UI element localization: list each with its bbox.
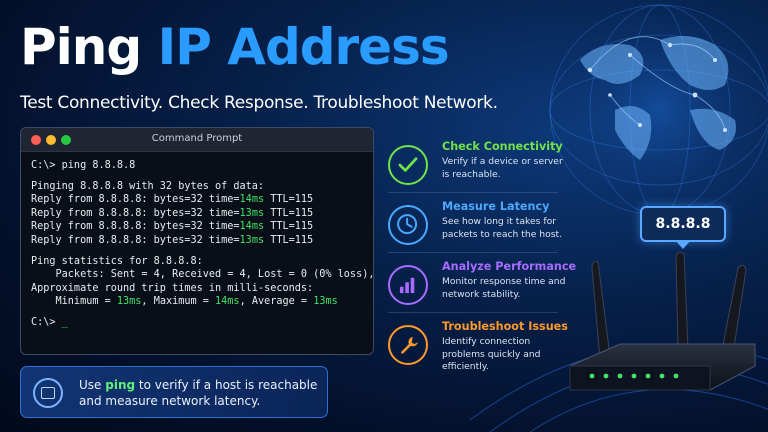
feature-desc: Identify connection problems quickly and… bbox=[442, 336, 541, 373]
title-word-ping: Ping bbox=[20, 18, 142, 76]
feature-title: Measure Latency bbox=[442, 200, 550, 213]
cursor: _ bbox=[61, 316, 68, 328]
divider bbox=[388, 252, 558, 253]
final-prompt: C:\> _ bbox=[31, 316, 68, 328]
command-line: C:\> ping 8.8.8.8 bbox=[31, 160, 136, 171]
feature-desc: See how long it takes for packets to rea… bbox=[442, 216, 563, 240]
feature-title: Check Connectivity bbox=[442, 140, 563, 153]
rtt-values: Minimum = 13ms, Maximum = 14ms, Average … bbox=[31, 296, 338, 308]
rtt-header: Approximate round trip times in milli-se… bbox=[31, 282, 314, 294]
page-title: Ping IP Address bbox=[20, 18, 450, 76]
minimize-window-dot[interactable] bbox=[46, 135, 56, 145]
stats-packets: Packets: Sent = 4, Received = 4, Lost = … bbox=[31, 269, 374, 281]
feature-title: Troubleshoot Issues bbox=[442, 320, 568, 333]
feature-desc: Monitor response time and network stabil… bbox=[442, 276, 566, 300]
feature-analyze-performance: Analyze Performance Monitor response tim… bbox=[388, 260, 576, 316]
globe-graphic bbox=[542, 0, 768, 228]
close-window-dot[interactable] bbox=[31, 135, 41, 145]
wrench-icon bbox=[388, 325, 428, 365]
reply-line: Reply from 8.8.8.8: bytes=32 time=14ms T… bbox=[31, 221, 314, 233]
window-title-bar: Command Prompt bbox=[21, 128, 373, 152]
router-icon bbox=[569, 251, 756, 391]
divider bbox=[388, 312, 558, 313]
feature-check-connectivity: Check Connectivity Verify if a device or… bbox=[388, 140, 568, 196]
feature-title: Analyze Performance bbox=[442, 260, 577, 273]
feature-troubleshoot-issues: Troubleshoot Issues Identify connection … bbox=[388, 320, 568, 376]
clock-icon bbox=[388, 205, 428, 245]
maximize-window-dot[interactable] bbox=[61, 135, 71, 145]
tip-text: Use ping to verify if a host is reachabl… bbox=[79, 378, 318, 408]
subtitle: Test Connectivity. Check Response. Troub… bbox=[20, 93, 498, 113]
divider bbox=[388, 192, 558, 193]
reply-line: Reply from 8.8.8.8: bytes=32 time=13ms T… bbox=[31, 234, 314, 246]
window-title: Command Prompt bbox=[151, 133, 243, 144]
reply-line: Reply from 8.8.8.8: bytes=32 time=14ms T… bbox=[31, 194, 314, 206]
check-icon bbox=[388, 145, 428, 185]
badge-pointer bbox=[675, 240, 691, 249]
stats-header: Ping statistics for 8.8.8.8: bbox=[31, 255, 203, 267]
reply-line: Reply from 8.8.8.8: bytes=32 time=13ms T… bbox=[31, 207, 314, 219]
title-word-ip-address: IP Address bbox=[157, 18, 450, 76]
bar-chart-icon bbox=[388, 265, 428, 305]
tip-box: Use ping to verify if a host is reachabl… bbox=[20, 366, 328, 418]
feature-measure-latency: Measure Latency See how long it takes fo… bbox=[388, 200, 568, 256]
terminal-icon bbox=[33, 378, 63, 408]
tip-highlight: ping bbox=[105, 378, 136, 392]
feature-desc: Verify if a device or server is reachabl… bbox=[442, 156, 563, 180]
ip-address-badge: 8.8.8.8 bbox=[640, 206, 726, 242]
pinging-line: Pinging 8.8.8.8 with 32 bytes of data: bbox=[31, 180, 265, 192]
